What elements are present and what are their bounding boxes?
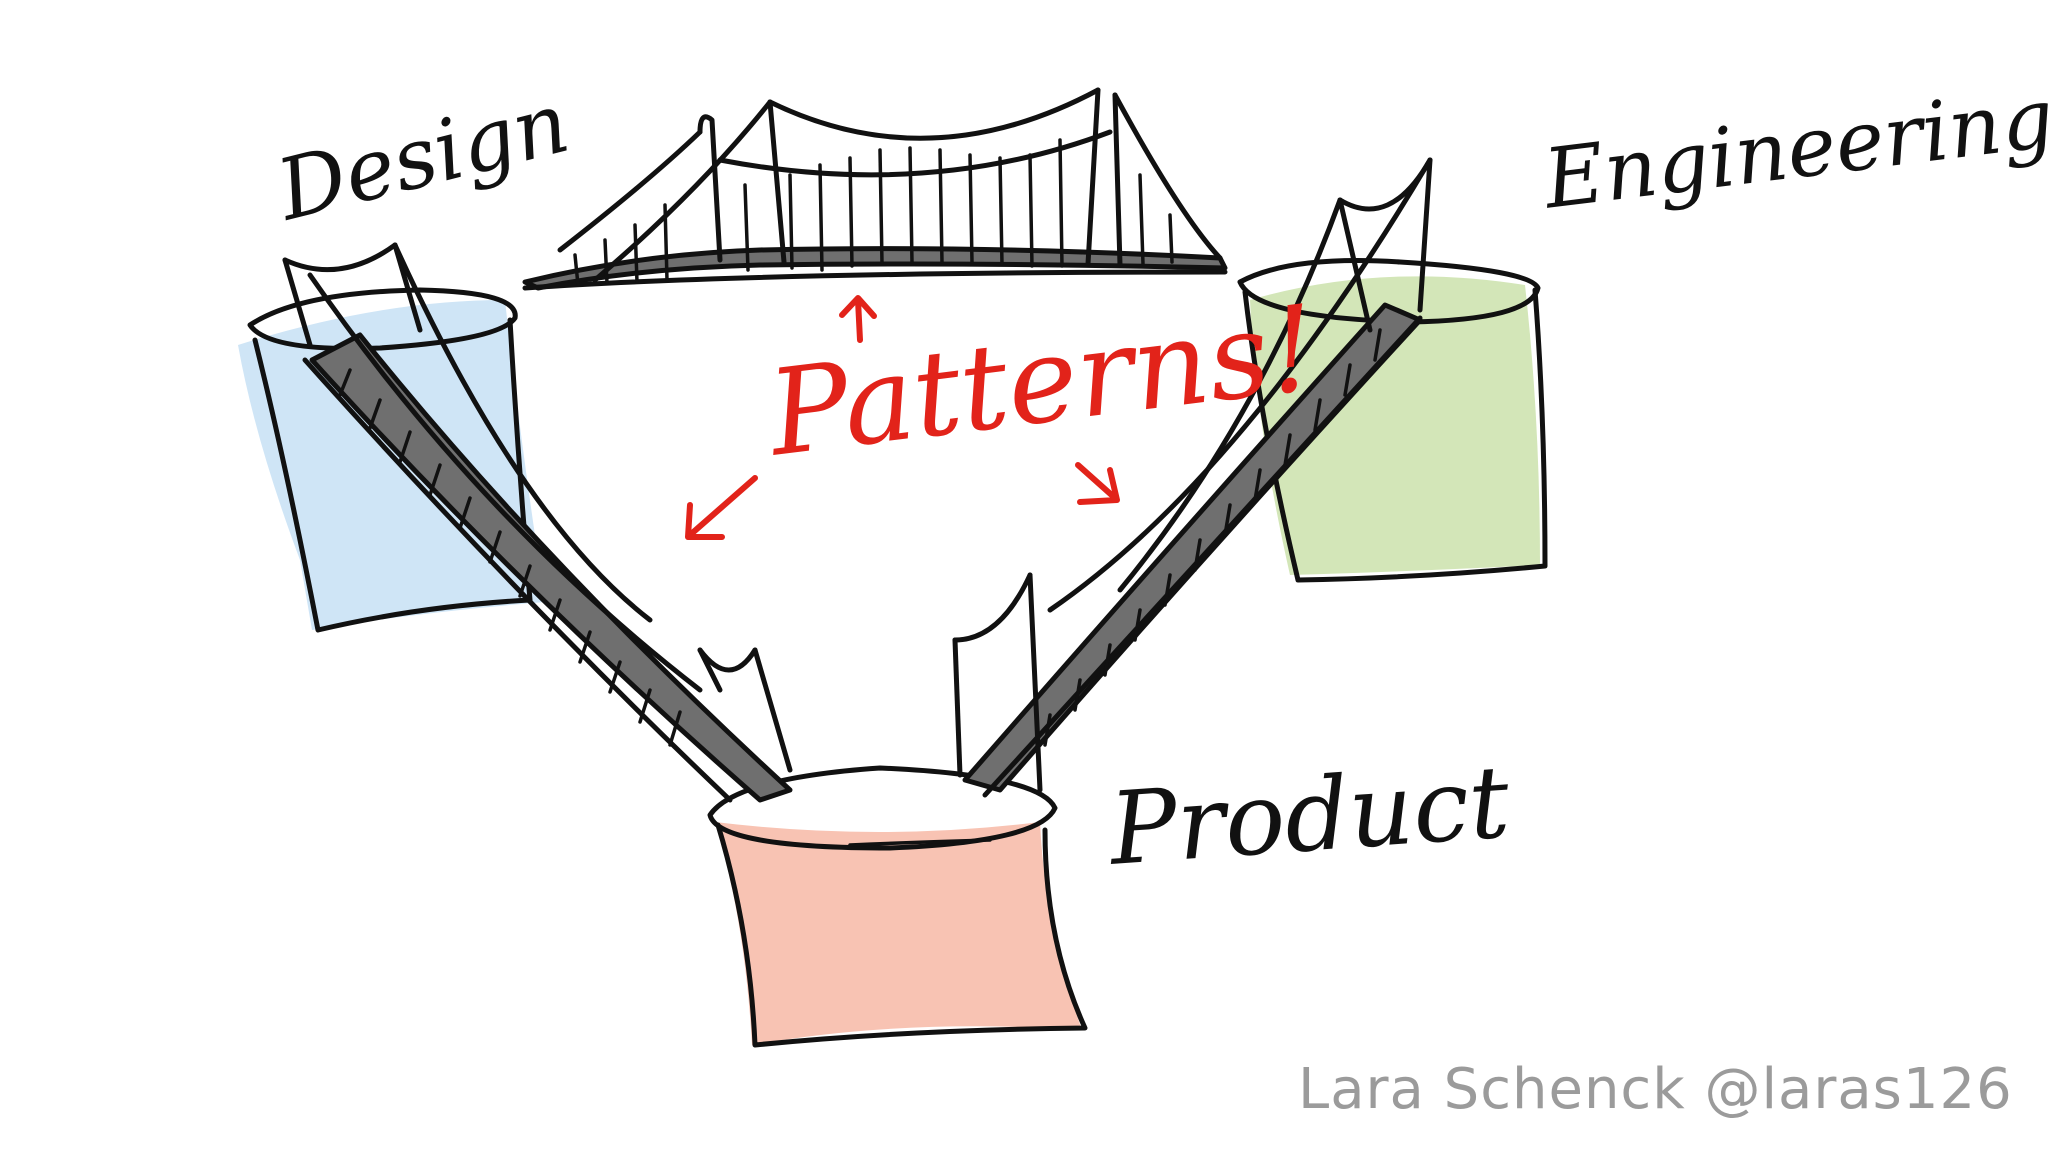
engineering-bucket	[1237, 258, 1548, 583]
author-signature: Lara Schenck @laras126	[1298, 1057, 2013, 1122]
product-label: Product	[1105, 743, 1513, 888]
down-left-arrow-icon	[685, 475, 758, 540]
pattern-arrows	[685, 295, 1120, 540]
down-right-arrow-icon	[1075, 462, 1120, 505]
top-bridge	[522, 87, 1228, 291]
right-bridge	[952, 157, 1433, 798]
design-bucket	[238, 287, 545, 633]
up-arrow-icon	[839, 295, 877, 343]
left-bridge	[282, 242, 793, 803]
product-bucket	[707, 765, 1088, 1048]
